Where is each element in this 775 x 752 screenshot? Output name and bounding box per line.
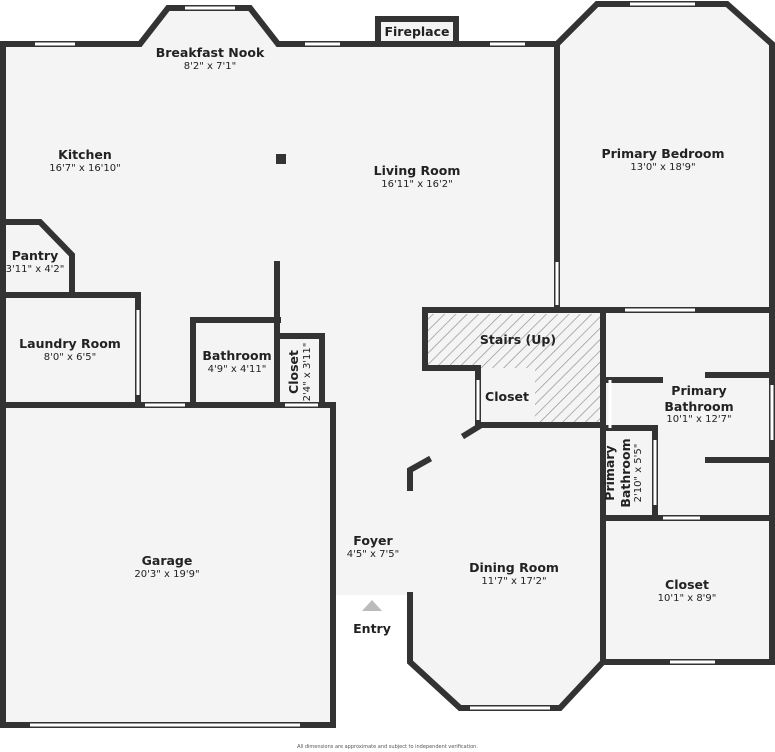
entry-label: Entry: [353, 621, 391, 637]
room-stair-closet: Closet: [485, 389, 529, 405]
windows: [30, 2, 774, 727]
stairs-label: Stairs (Up): [479, 332, 557, 348]
stairs-hatch: [428, 314, 600, 422]
floor-area: [3, 4, 772, 725]
disclaimer: All dimensions are approximate and subje…: [297, 744, 478, 750]
room-fireplace: Fireplace: [384, 24, 450, 40]
ceiling-fixture-icon: [276, 154, 286, 164]
fireplace-box: [375, 16, 459, 47]
entry-arrow-icon: [362, 600, 382, 611]
